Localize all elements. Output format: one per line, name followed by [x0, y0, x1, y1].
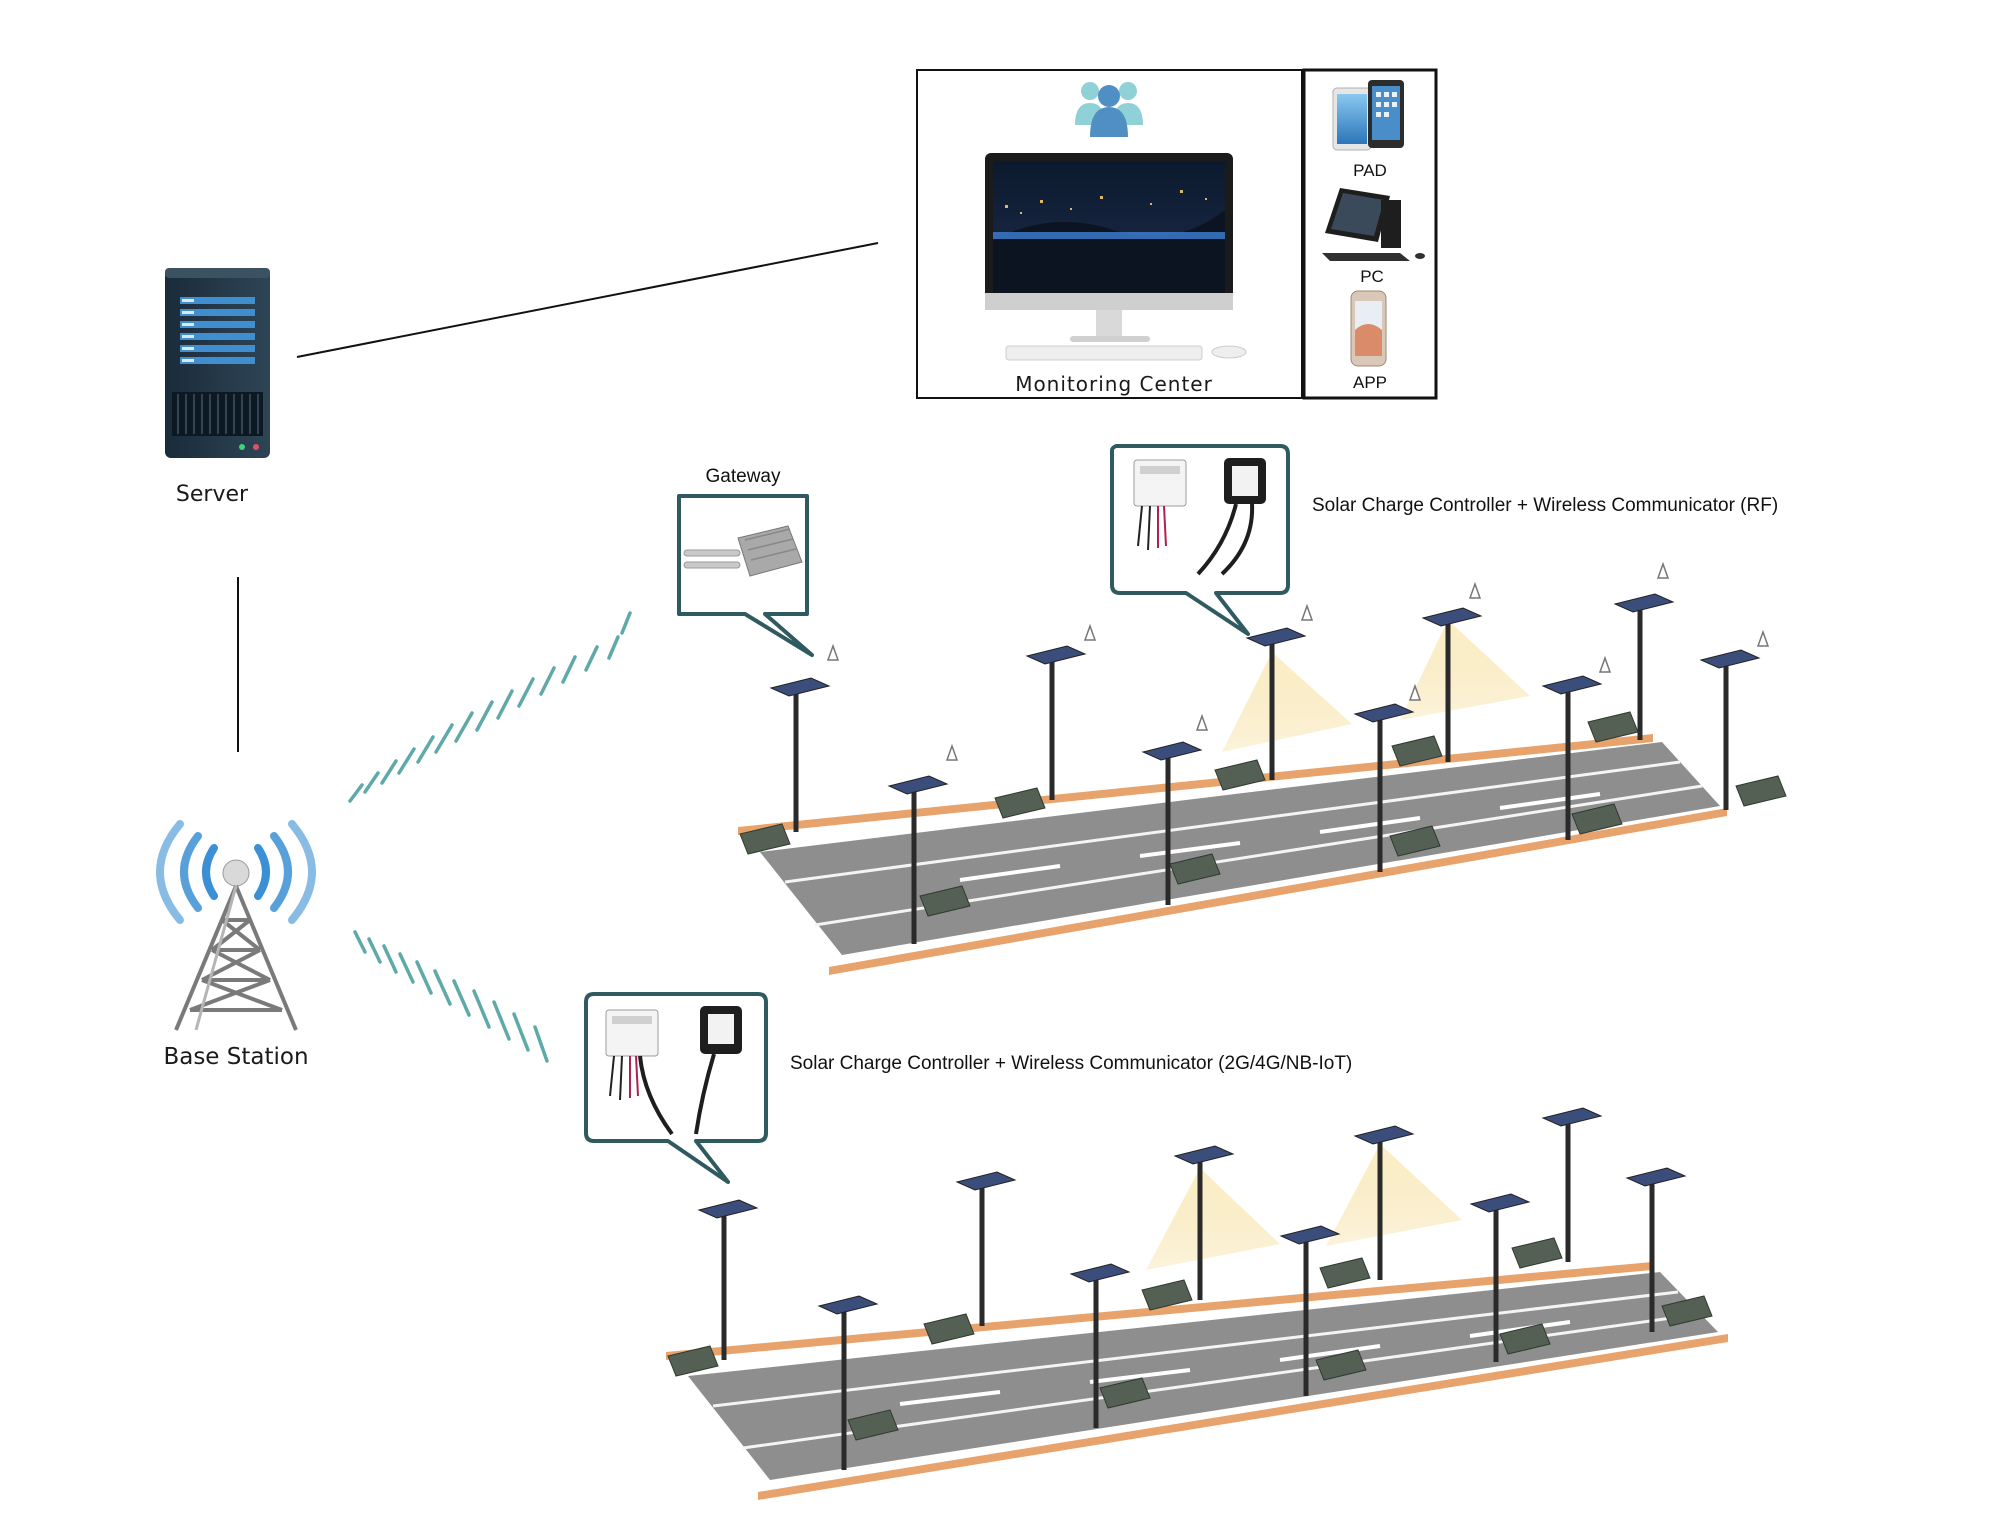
signal-waves-to-cellular-controller [353, 930, 549, 1063]
cellular-controller-callout [584, 992, 768, 1184]
rf-controller-label: Solar Charge Controller + Wireless Commu… [1312, 495, 1778, 516]
gateway-label: Gateway [706, 466, 781, 487]
server-icon [165, 268, 270, 458]
lamp-light-cone [1326, 1144, 1462, 1246]
monitoring-center-panel: Monitoring Center PAD PC APP [916, 68, 1438, 400]
lamp-light-cone [1222, 652, 1352, 752]
gateway-callout [677, 494, 814, 657]
smartphone-icon [1350, 290, 1387, 367]
solar-charge-controller-icon [605, 1009, 674, 1136]
rf-node-icons [826, 561, 1770, 761]
monitoring-center-label: Monitoring Center [1015, 372, 1213, 396]
monitor-icon [985, 153, 1247, 361]
rf-street-scene [738, 561, 1787, 975]
rf-controller-callout [1110, 444, 1290, 636]
pc-label: PC [1360, 267, 1384, 286]
users-icon [1075, 82, 1143, 137]
cellular-controller-label: Solar Charge Controller + Wireless Commu… [790, 1053, 1352, 1074]
base-station-label: Base Station [163, 1044, 308, 1070]
app-label: APP [1353, 373, 1387, 392]
cellular-street-scene [666, 1107, 1728, 1500]
server-label: Server [176, 482, 249, 507]
signal-waves-to-gateway [348, 611, 632, 803]
server-to-monitoring-link [296, 242, 879, 358]
gateway-device-icon [683, 525, 803, 577]
solar-charge-controller-icon [1133, 459, 1187, 551]
base-station-antenna-icon [156, 820, 316, 1031]
lamp-light-cone [1146, 1168, 1280, 1270]
lamp-light-cone [1400, 620, 1530, 720]
wireless-communicator-icon [694, 1006, 742, 1135]
tablet-icon [1332, 80, 1404, 151]
wireless-communicator-icon [1196, 458, 1266, 576]
desktop-pc-icon [1322, 188, 1425, 261]
pad-label: PAD [1353, 161, 1387, 180]
